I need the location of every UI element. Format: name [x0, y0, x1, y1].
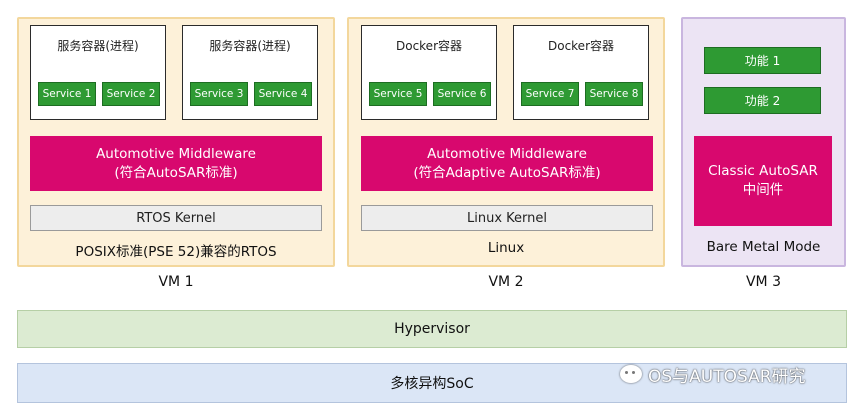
watermark: OS与AUTOSAR研究	[620, 363, 806, 387]
vm1-process-container-2: 服务容器(进程) Service 3 Service 4	[182, 25, 318, 120]
vm1-process-container-1: 服务容器(进程) Service 1 Service 2	[30, 25, 166, 120]
vm1-label: VM 1	[158, 274, 194, 290]
vm2-label: VM 2	[488, 274, 524, 290]
service-box: Service 3	[190, 82, 248, 106]
service-box: Service 8	[585, 82, 643, 106]
function-box-2: 功能 2	[704, 87, 821, 114]
wechat-icon	[620, 365, 642, 383]
service-box: Service 6	[433, 82, 491, 106]
service-box: Service 7	[521, 82, 579, 106]
vm2-middleware-line2: (符合Adaptive AutoSAR标准)	[413, 164, 601, 181]
vm3-middleware: Classic AutoSAR 中间件	[694, 136, 832, 226]
vm1-middleware: Automotive Middleware (符合AutoSAR标准)	[30, 136, 322, 191]
function-box-1: 功能 1	[704, 47, 821, 74]
vm2-process-1-title: Docker容器	[395, 39, 463, 53]
vm2-process-container-1: Docker容器 Service 5 Service 6	[361, 25, 497, 120]
vm1-footer: POSIX标准(PSE 52)兼容的RTOS	[75, 244, 277, 260]
vm2-process-container-2: Docker容器 Service 7 Service 8	[513, 25, 649, 120]
service-box: Service 5	[369, 82, 427, 106]
vm2-kernel: Linux Kernel	[361, 205, 653, 231]
watermark-text: OS与AUTOSAR研究	[648, 366, 806, 387]
vm1-middleware-line1: Automotive Middleware	[96, 145, 256, 162]
soc-layer: 多核异构SoC	[17, 363, 847, 403]
vm3-label: VM 3	[745, 274, 781, 290]
vm3-middleware-line1: Classic AutoSAR	[708, 163, 818, 179]
vm2-process-2-title: Docker容器	[547, 39, 615, 53]
vm2-middleware: Automotive Middleware (符合Adaptive AutoSA…	[361, 136, 653, 191]
service-box: Service 1	[38, 82, 96, 106]
vm3-middleware-line2: 中间件	[742, 182, 784, 198]
vm2-footer: Linux	[487, 240, 525, 256]
hypervisor-layer: Hypervisor	[17, 310, 847, 348]
service-box: Service 2	[102, 82, 160, 106]
vm1-process-2-title: 服务容器(进程)	[209, 39, 291, 53]
vm2-middleware-line1: Automotive Middleware	[427, 145, 587, 162]
vm1-middleware-line2: (符合AutoSAR标准)	[114, 164, 238, 181]
vm3-footer: Bare Metal Mode	[706, 239, 821, 255]
vm1-process-1-title: 服务容器(进程)	[57, 39, 139, 53]
vm1-kernel: RTOS Kernel	[30, 205, 322, 231]
service-box: Service 4	[254, 82, 312, 106]
